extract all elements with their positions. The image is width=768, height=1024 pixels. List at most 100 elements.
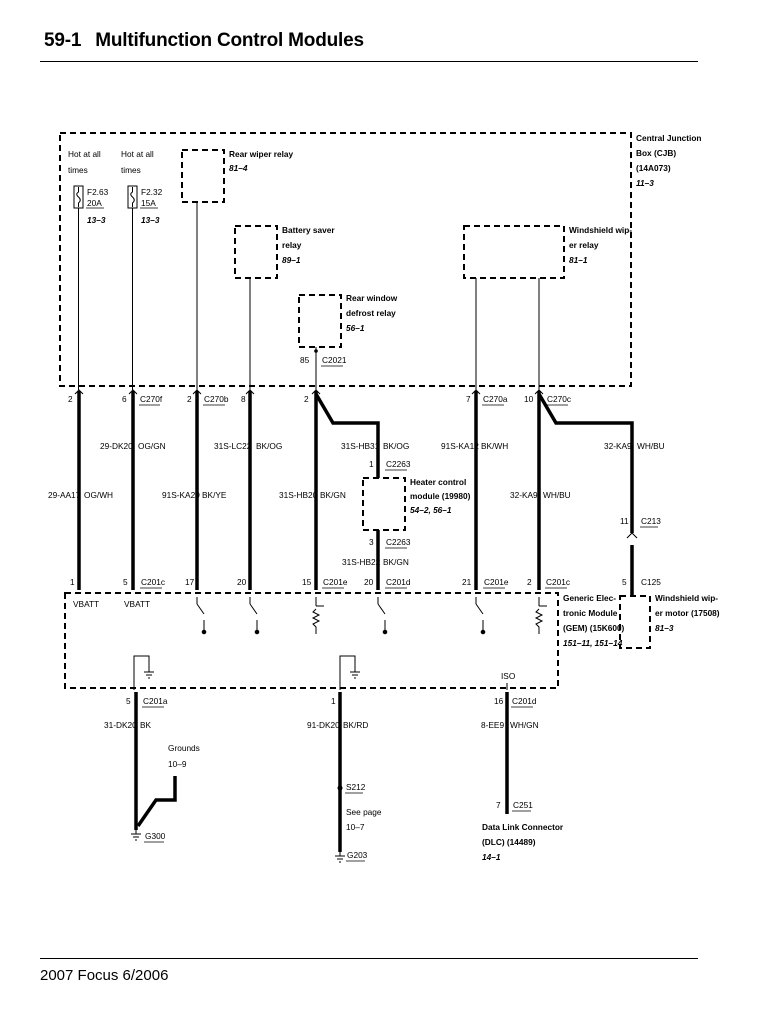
c125-conn: C125 — [641, 577, 661, 587]
windshield-wiper-relay-box — [463, 225, 565, 279]
top-conn-3: C270b — [204, 394, 229, 404]
top-conn-7: C270c — [547, 394, 571, 404]
rear-wiper-relay-box — [181, 149, 225, 203]
wire-32-ka9-motor — [537, 393, 634, 533]
windshield-wiper-motor-box — [619, 595, 651, 649]
gem-switch-icons — [196, 597, 486, 635]
fuse2-icon — [127, 185, 138, 209]
wire7-circuit: 32-KA9 — [510, 490, 538, 500]
gem-pin-3: 17 — [185, 577, 195, 587]
wire5b-circuit: 31S-HB31 — [341, 441, 380, 451]
top-pin-5: 2 — [304, 394, 309, 404]
top-pin-3: 2 — [187, 394, 192, 404]
rear-defrost-relay-ref: 56–1 — [346, 323, 365, 333]
wire3-color: BK/YE — [202, 490, 227, 500]
dlc-ref: 14–1 — [482, 852, 501, 862]
bottom2-pin: 1 — [331, 696, 336, 706]
wire5-color: BK/GN — [320, 490, 346, 500]
fuse1-id: F2.63 — [87, 187, 109, 197]
g300-ground-icon — [131, 828, 141, 841]
wire5b-color: BK/OG — [383, 441, 409, 451]
fuse1-hot-2: times — [68, 165, 88, 175]
gem-conn-8: C201c — [546, 577, 570, 587]
wire1-color: OG/WH — [84, 490, 113, 500]
wire5-circuit: 31S-HB20 — [279, 490, 318, 500]
cjb-box — [59, 132, 632, 387]
wire2-circuit: 29-DK20 — [100, 441, 133, 451]
section-number: 59-1 — [44, 30, 82, 51]
see-page-1: See page — [346, 807, 382, 817]
heater-conn-3: C2263 — [386, 537, 411, 547]
wire5c-circuit: 31S-HB22 — [342, 557, 381, 567]
wire1-circuit: 29-AA17 — [48, 490, 81, 500]
fuse1-amp: 20A — [87, 198, 102, 208]
gem-pin-5: 15 — [302, 577, 312, 587]
gem-iso: ISO — [501, 671, 516, 681]
bottom2-circuit: 91-DK20 — [307, 720, 340, 730]
gem-ref: 151–11, 151–14 — [563, 638, 623, 648]
heater-conn-1: C2263 — [386, 459, 411, 469]
g203-ground-icon — [335, 852, 345, 863]
gem-pin-8: 2 — [527, 577, 532, 587]
dlc-pin: 7 — [496, 800, 501, 810]
heater-ref: 54–2, 56–1 — [410, 505, 452, 515]
page-footer: 2007 Focus 6/2006 — [40, 967, 169, 984]
grounds-label: Grounds — [168, 743, 200, 753]
fuse1-ref: 13–3 — [87, 215, 106, 225]
battery-saver-relay-ref: 89–1 — [282, 255, 301, 265]
fuse2-ref: 13–3 — [141, 215, 160, 225]
wire6-circuit: 91S-KA12 — [441, 441, 479, 451]
fuse2-hot-2: times — [121, 165, 141, 175]
cjb-ref: 11–3 — [636, 178, 654, 188]
heater-pin-1: 1 — [369, 459, 374, 469]
windshield-wiper-relay-label-1: Windshield wip- — [569, 225, 632, 235]
top-pin-6: 7 — [466, 394, 471, 404]
wiper-motor-label-1: Windshield wip- — [655, 593, 718, 603]
gem-pin-1: 1 — [70, 577, 75, 587]
wire3-circuit: 91S-KA29 — [162, 490, 200, 500]
footer-rule — [40, 958, 698, 959]
fuse1-hot-1: Hot at all — [68, 149, 101, 159]
dlc-label-1: Data Link Connector — [482, 822, 564, 832]
gem-conn-2: C201c — [141, 577, 165, 587]
bottom1-color: BK — [140, 720, 152, 730]
page-title: 59-1 Multifunction Control Modules — [44, 30, 364, 52]
c213-pin: 11 — [620, 516, 629, 526]
rear-defrost-relay-label-1: Rear window — [346, 293, 398, 303]
bottom1-conn: C201a — [143, 696, 168, 706]
grounds-ref: 10–9 — [168, 759, 187, 769]
gem-vbatt-2: VBATT — [124, 599, 150, 609]
wiper-motor-ref: 81–3 — [655, 623, 674, 633]
fuse1-icon — [73, 185, 84, 209]
heater-label-2: module (19980) — [410, 491, 471, 501]
fuse2-hot-1: Hot at all — [121, 149, 154, 159]
cjb-label-2: Box (CJB) — [636, 148, 676, 158]
c125-pin: 5 — [622, 577, 627, 587]
s212-label: S212 — [346, 782, 366, 792]
bottom2-color: BK/RD — [343, 720, 368, 730]
windshield-wiper-relay-ref: 81–1 — [569, 255, 588, 265]
gem-box — [64, 592, 559, 689]
wire7-color: WH/BU — [543, 490, 571, 500]
battery-saver-relay-label-1: Battery saver — [282, 225, 335, 235]
bottom3-pin: 16 — [494, 696, 504, 706]
top-pin-2: 6 — [122, 394, 127, 404]
wire2-color: OG/GN — [138, 441, 166, 451]
bottom3-color: WH/GN — [510, 720, 539, 730]
top-pin-4: 8 — [241, 394, 246, 404]
section-title: Multifunction Control Modules — [95, 30, 364, 51]
dlc-conn: C251 — [513, 800, 533, 810]
top-pin-7: 10 — [524, 394, 534, 404]
wire7b-color: WH/BU — [637, 441, 665, 451]
gem-label-3: (GEM) (15K600) — [563, 623, 625, 633]
wire4-color: BK/OG — [256, 441, 282, 451]
dlc-label-2: (DLC) (14489) — [482, 837, 536, 847]
heater-control-module-box — [362, 477, 406, 531]
c213-conn: C213 — [641, 516, 661, 526]
wire5c-color: BK/GN — [383, 557, 409, 567]
bottom3-circuit: 8-EE9 — [481, 720, 504, 730]
fuse2-amp: 15A — [141, 198, 156, 208]
see-page-2: 10–7 — [346, 822, 365, 832]
g203-label: G203 — [347, 850, 368, 860]
